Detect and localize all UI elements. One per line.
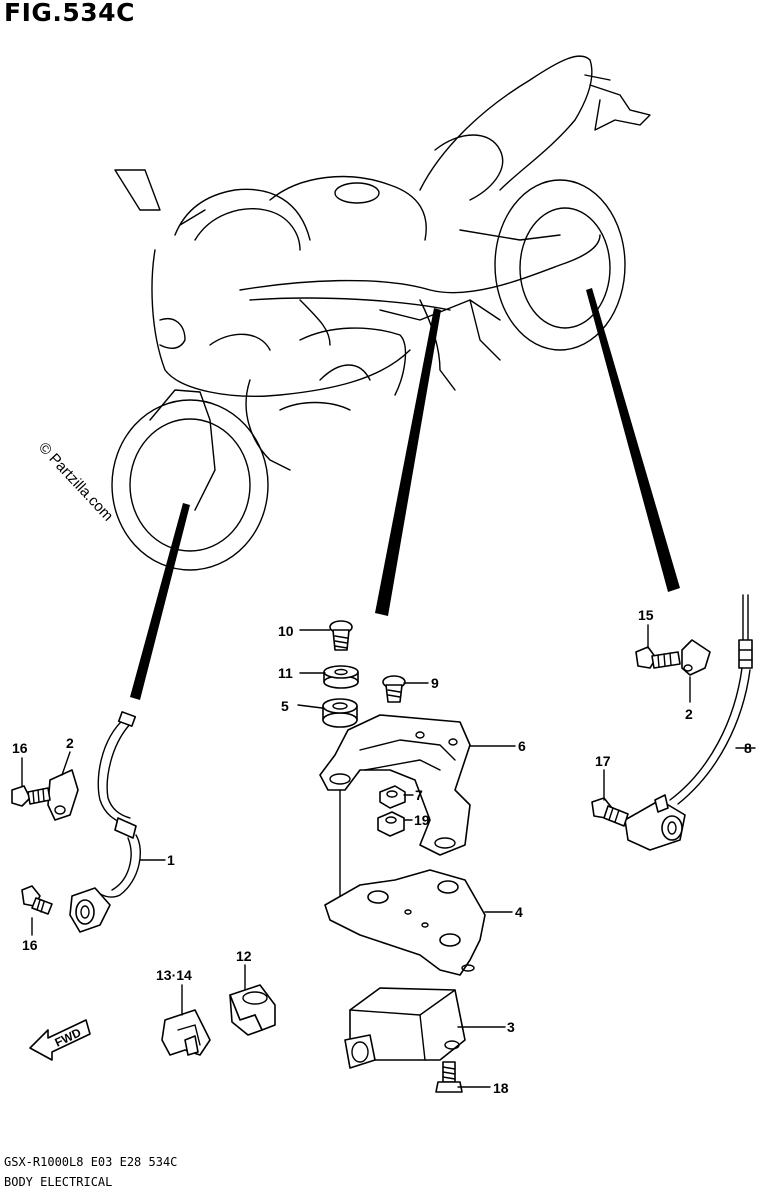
- callout-17: 17: [595, 753, 611, 769]
- callout-6: 6: [518, 738, 526, 754]
- fwd-direction-arrow: FWD: [29, 1019, 91, 1061]
- part-10-screw[interactable]: [329, 620, 353, 651]
- callout-11: 11: [278, 665, 293, 681]
- part-16-bolt-lower[interactable]: [21, 885, 53, 915]
- part-17-bolt[interactable]: [591, 797, 629, 827]
- callout-2-rear: 2: [685, 706, 693, 722]
- part-9-screw[interactable]: [382, 675, 406, 703]
- callout-13-14: 13·14: [156, 967, 192, 983]
- callout-15: 15: [638, 607, 654, 623]
- callout-3: 3: [507, 1019, 515, 1035]
- section-name: BODY ELECTRICAL: [4, 1175, 113, 1189]
- part-5-grommet[interactable]: [322, 698, 358, 728]
- motorcycle-illustration: [111, 55, 651, 571]
- callout-10: 10: [278, 623, 294, 639]
- callout-1: 1: [167, 852, 175, 868]
- callout-8: 8: [744, 740, 752, 756]
- callout-2-front: 2: [66, 735, 74, 751]
- callout-4: 4: [515, 904, 523, 920]
- callout-9: 9: [431, 675, 439, 691]
- pointer-wedge-front: [130, 503, 190, 700]
- callout-16-lower: 16: [22, 937, 38, 953]
- fwd-label: FWD: [53, 1025, 84, 1049]
- part-18-bolt[interactable]: [435, 1061, 463, 1093]
- model-code: GSX-R1000L8 E03 E28 534C: [4, 1155, 178, 1169]
- part-6-bracket[interactable]: [319, 714, 471, 856]
- callout-18: 18: [493, 1080, 509, 1096]
- part-3-control-unit[interactable]: [344, 987, 466, 1069]
- callout-12: 12: [236, 948, 252, 964]
- part-2-clamp-rear[interactable]: [681, 639, 711, 676]
- figure-footer: GSX-R1000L8 E03 E28 534C BODY ELECTRICAL: [4, 1152, 177, 1192]
- leader-lines: [21, 624, 756, 1088]
- watermark: © Partzilla.com: [35, 439, 116, 525]
- part-13-14-clamp[interactable]: [161, 1009, 211, 1056]
- callout-16-upper: 16: [12, 740, 28, 756]
- part-4-bracket[interactable]: [324, 869, 486, 976]
- part-1-sensor-front[interactable]: [69, 711, 141, 933]
- pointer-wedge-rear: [586, 288, 680, 592]
- pointer-wedge-center: [375, 308, 441, 616]
- part-8-sensor-rear[interactable]: [624, 594, 753, 851]
- figure-title: FIG.534C: [4, 0, 135, 27]
- callout-7: 7: [415, 787, 423, 803]
- part-19-nut[interactable]: [377, 811, 405, 837]
- callout-5: 5: [281, 698, 289, 714]
- part-15-bolt[interactable]: [635, 646, 681, 669]
- part-2-clamp-front[interactable]: [47, 769, 79, 821]
- callout-19: 19: [414, 812, 430, 828]
- part-16-bolt-upper[interactable]: [11, 785, 51, 807]
- part-12-clip[interactable]: [229, 984, 276, 1036]
- part-11-washer[interactable]: [323, 665, 359, 689]
- part-7-nut[interactable]: [379, 785, 406, 809]
